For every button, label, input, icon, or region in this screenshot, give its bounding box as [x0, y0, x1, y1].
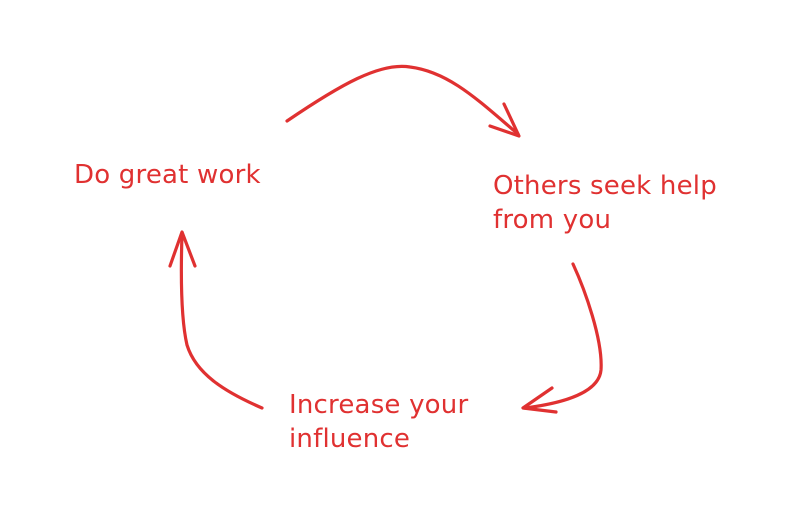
arrow-others-seek-help-to-increase-influence: [521, 262, 603, 414]
node-do-great-work: Do great work: [74, 158, 261, 192]
arrowhead: [488, 102, 521, 138]
node-label-line: influence: [289, 424, 411, 454]
node-label-line: Do great work: [74, 160, 261, 190]
arrow-shaft: [523, 262, 603, 410]
arrowhead: [521, 386, 558, 414]
arrow-increase-influence-to-do-great-work: [168, 230, 264, 410]
node-label-line: Increase your: [289, 390, 469, 420]
arrow-shaft: [285, 64, 520, 136]
node-increase-influence: Increase your influence: [289, 388, 468, 456]
arrow-shaft: [179, 232, 264, 410]
arrow-do-great-work-to-others-seek-help: [285, 64, 521, 138]
node-label-line: Others seek help: [493, 171, 717, 201]
node-label-line: from you: [493, 205, 612, 235]
arrowhead: [168, 230, 197, 268]
node-others-seek-help: Others seek help from you: [493, 169, 717, 237]
